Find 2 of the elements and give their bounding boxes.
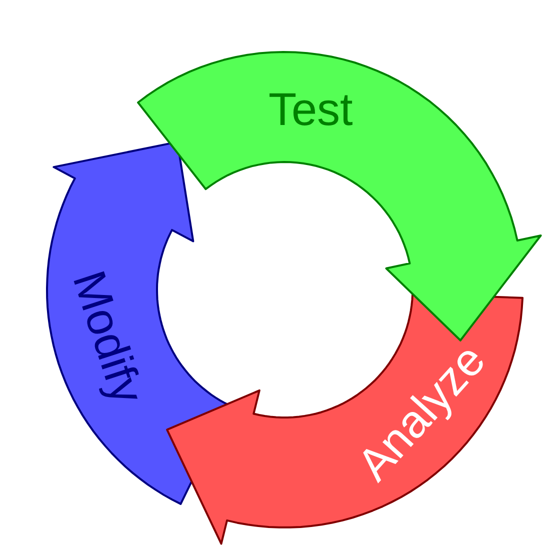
step-label: Test xyxy=(268,86,353,132)
step-label: Modify xyxy=(66,266,152,409)
